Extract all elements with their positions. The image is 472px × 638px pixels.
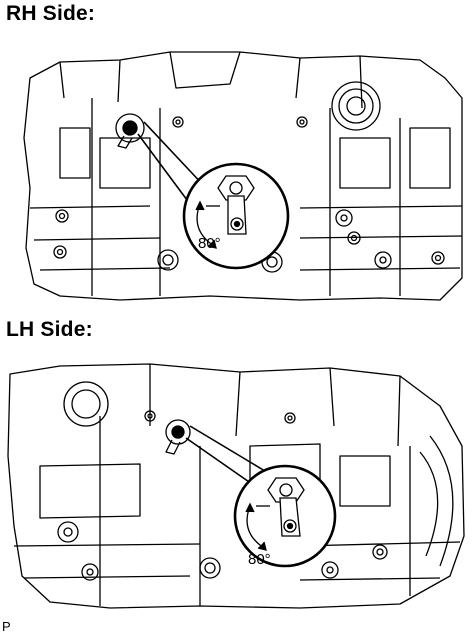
figure-code: P — [2, 619, 11, 634]
lh-detail-magnifier: 80° — [233, 464, 337, 568]
lh-side-heading: LH Side: — [6, 318, 93, 341]
rh-engine-block-illustration: 80° — [23, 51, 463, 301]
rh-angle-label: 80° — [198, 235, 221, 252]
rh-side-heading: RH Side: — [6, 2, 96, 25]
lh-engine-block-illustration: 80° — [7, 363, 465, 609]
rh-detail-magnifier: 80° — [182, 162, 290, 270]
lh-angle-label: 80° — [248, 551, 271, 568]
